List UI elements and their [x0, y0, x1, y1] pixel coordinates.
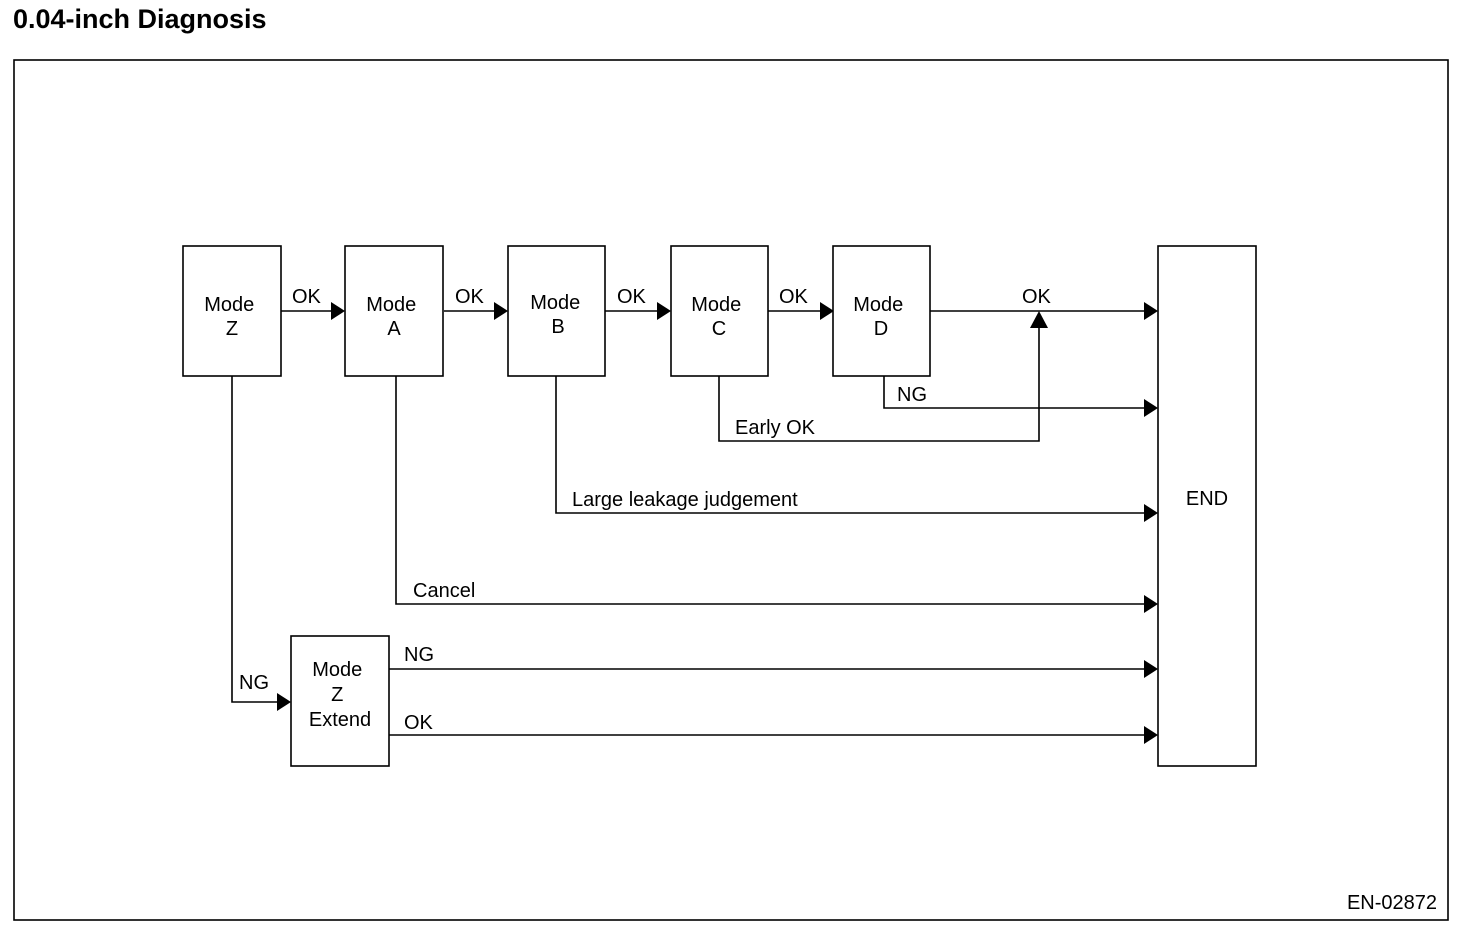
node-mode-c: Mode C: [670, 245, 769, 377]
edge-label-d-ng: NG: [897, 384, 927, 406]
arrowhead-icon: [277, 693, 291, 711]
arrowhead-icon: [820, 302, 834, 320]
node-label: Mode B: [530, 292, 586, 338]
node-label: Mode Z Extend: [309, 659, 371, 731]
edge-c-early-ok: [718, 327, 1040, 442]
arrowhead-icon: [657, 302, 671, 320]
node-mode-a: Mode A: [344, 245, 444, 377]
edge-label-c-to-d: OK: [779, 286, 809, 308]
edge-b-large-leak: [555, 376, 1146, 514]
arrowheads: [277, 302, 1158, 744]
arrowhead-icon: [1144, 399, 1158, 417]
edge-d-ng: [883, 376, 1146, 409]
node-label: Mode D: [853, 294, 909, 340]
edge-a-cancel: [395, 376, 1146, 605]
figure-code: EN-02872: [1347, 892, 1437, 914]
arrowhead-icon: [1144, 504, 1158, 522]
node-mode-z-extend: Mode Z Extend: [290, 635, 390, 767]
edge-z-ng: [231, 376, 279, 703]
arrowhead-icon: [1144, 595, 1158, 613]
node-mode-d: Mode D: [832, 245, 931, 377]
edge-label-zext-ok: OK: [404, 712, 434, 734]
edge-label-d-to-end: OK: [1022, 286, 1052, 308]
diagram-frame: [13, 59, 1449, 921]
node-label: Mode C: [691, 294, 747, 340]
edge-label-z-to-a: OK: [292, 286, 322, 308]
edge-label-z-ng: NG: [239, 672, 269, 694]
page-title: 0.04-inch Diagnosis: [13, 4, 267, 34]
node-label: Mode Z: [204, 294, 260, 340]
edge-label-c-early-ok: Early OK: [735, 417, 816, 439]
edge-label-b-to-c: OK: [617, 286, 647, 308]
edge-label-a-to-b: OK: [455, 286, 485, 308]
arrowhead-icon: [331, 302, 345, 320]
node-end: END: [1157, 245, 1257, 767]
node-label: Mode A: [366, 294, 422, 340]
arrowhead-icon: [1144, 726, 1158, 744]
arrowhead-icon: [494, 302, 508, 320]
edge-labels: OK OK OK OK OK NG Early OK Large leakage…: [239, 286, 1052, 734]
arrowhead-icon: [1144, 302, 1158, 320]
edge-label-a-cancel: Cancel: [413, 580, 475, 602]
edge-label-b-large-leak: Large leakage judgement: [572, 489, 798, 511]
node-mode-b: Mode B: [507, 245, 606, 377]
node-label: END: [1186, 488, 1228, 510]
arrowhead-icon: [1030, 311, 1048, 328]
connectors: [231, 310, 1146, 736]
arrowhead-icon: [1144, 660, 1158, 678]
node-mode-z: Mode Z: [182, 245, 282, 377]
edge-label-zext-ng: NG: [404, 644, 434, 666]
